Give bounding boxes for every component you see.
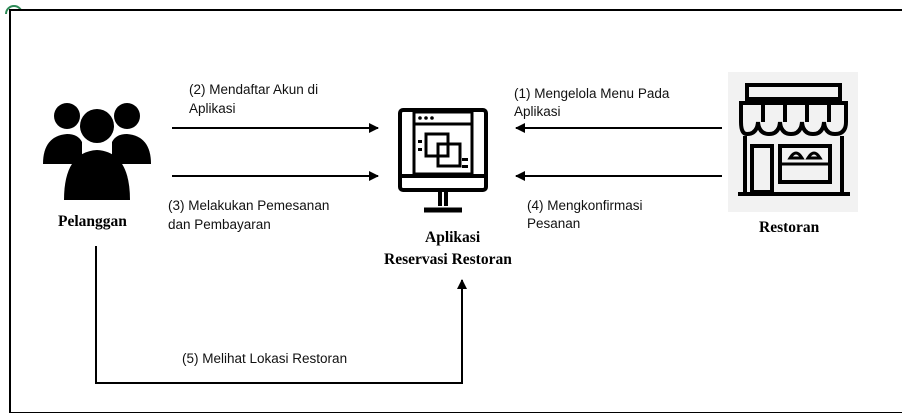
application-icon-dots (418, 116, 468, 168)
edge-label-2-line1: (2) Mendaftar Akun di (189, 82, 319, 97)
node-label-aplikasi-line1: Aplikasi (425, 229, 481, 246)
customers-icon (43, 103, 151, 200)
edge-arrow-5 (95, 246, 467, 384)
edge-label-1-line1: (1) Mengelola Menu Pada (514, 86, 670, 101)
edge-label-3-line2: dan Pembayaran (168, 217, 271, 232)
edge-label-4-line2: Pesanan (527, 216, 581, 231)
edge-label-4-line1: (4) Mengkonfirmasi (527, 198, 643, 213)
edge-label-1-line2: Aplikasi (514, 104, 561, 119)
node-label-pelanggan: Pelanggan (58, 213, 127, 230)
edge-label-2-line2: Aplikasi (189, 101, 236, 116)
node-label-aplikasi-line2: Reservasi Restoran (384, 251, 512, 268)
application-icon (398, 108, 488, 213)
edge-label-3-line1: (3) Melakukan Pemesanan (168, 198, 330, 213)
restaurant-icon (728, 72, 858, 212)
node-label-restoran: Restoran (759, 219, 820, 236)
edge-label-5: (5) Melihat Lokasi Restoran (182, 351, 348, 366)
